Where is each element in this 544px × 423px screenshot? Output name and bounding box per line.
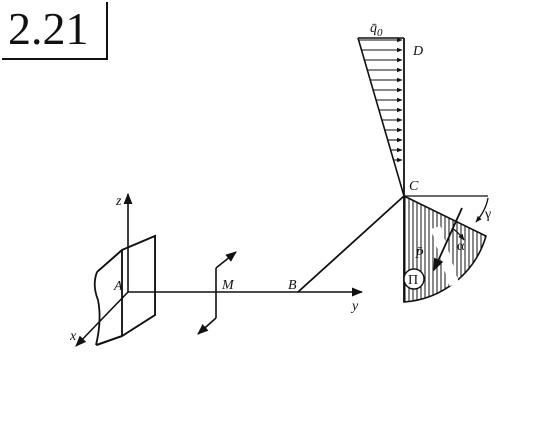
label-gamma: γ [484, 207, 491, 222]
label-q0: q̄0 [370, 21, 383, 39]
label-d: D [412, 44, 423, 59]
label-c: C [409, 179, 419, 194]
label-m: M [221, 278, 235, 293]
problem-number-box: 2.21 [2, 2, 108, 60]
fixed-support-block [93, 234, 156, 346]
force-p-vector [430, 207, 463, 287]
label-b: B [288, 278, 297, 293]
label-z: z [115, 194, 122, 209]
label-p: P̄ [414, 247, 424, 262]
label-x: x [69, 329, 77, 344]
segment-bc [297, 195, 405, 293]
label-a: A [113, 279, 123, 294]
plane-pi-circle [403, 268, 425, 290]
moment-m-symbol [197, 251, 237, 335]
label-pi: Π [408, 273, 418, 288]
label-alpha: α [457, 239, 465, 254]
distributed-load [357, 37, 405, 197]
axis-x-arrow [75, 291, 129, 347]
problem-number: 2.21 [8, 3, 89, 54]
angle-alpha-arc [451, 227, 465, 241]
angle-gamma-arc [475, 197, 489, 223]
label-y: y [350, 299, 359, 314]
